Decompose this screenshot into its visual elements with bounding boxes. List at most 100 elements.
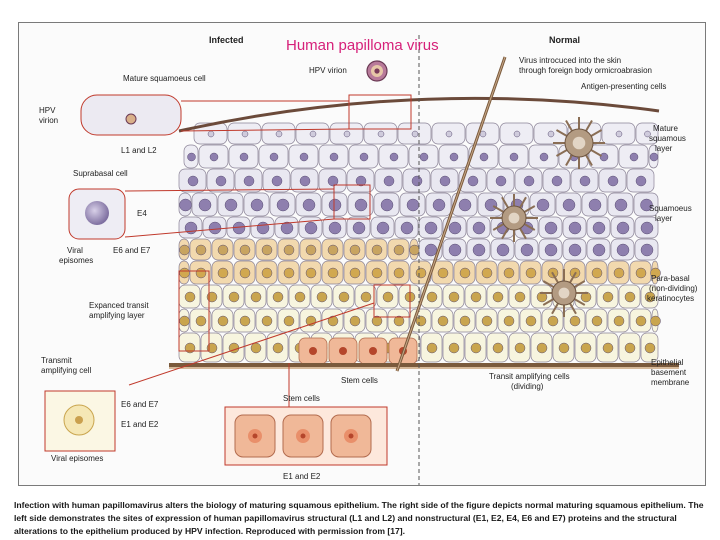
cell-nucleus <box>544 221 558 235</box>
cell-nucleus <box>495 175 507 187</box>
cell-nucleus <box>448 243 462 257</box>
cell-nucleus <box>448 342 460 354</box>
label-expanded-1: Expanced transit <box>89 301 149 310</box>
cell-nucleus <box>276 198 290 212</box>
cell-nucleus <box>393 267 405 279</box>
cell-nucleus <box>400 221 414 235</box>
cell-nucleus <box>393 315 405 327</box>
cell-row <box>178 260 661 285</box>
cell-nucleus <box>472 221 486 235</box>
label-e1-e2-bottom: E1 and E2 <box>283 472 321 481</box>
cell-nucleus <box>327 175 339 187</box>
cell-nucleus <box>329 152 339 162</box>
cell-nucleus <box>228 291 240 303</box>
epithelial-layers <box>178 122 661 365</box>
cell-nucleus <box>445 130 453 138</box>
antigen-presenting-cell-icon <box>553 117 605 169</box>
cell-nucleus <box>640 221 654 235</box>
cell-nucleus <box>562 198 576 212</box>
cell-nucleus <box>250 342 262 354</box>
label-e1-e2-inset: E1 and E2 <box>121 420 159 429</box>
needle-icon <box>395 56 507 372</box>
cell-nucleus <box>644 130 651 138</box>
cell-nucleus <box>377 130 385 138</box>
antigen-presenting-cell-icon <box>540 269 588 317</box>
cell-nucleus <box>275 130 283 138</box>
cell-nucleus <box>328 221 342 235</box>
antigen-presenting-cell-icon <box>490 194 538 242</box>
cell-nucleus <box>558 342 570 354</box>
cell-nucleus <box>424 243 438 257</box>
cell-nucleus <box>523 175 535 187</box>
cell-nucleus <box>272 291 284 303</box>
cell-nucleus <box>179 198 192 212</box>
cell-nucleus <box>520 243 534 257</box>
label-transmit-1: Transmit <box>41 356 73 365</box>
label-e6-e7-top: E6 and E7 <box>113 246 151 255</box>
cell-nucleus <box>195 315 207 327</box>
cell-nucleus <box>299 175 311 187</box>
cell-nucleus <box>299 152 309 162</box>
cell-nucleus <box>448 291 460 303</box>
cell-nucleus <box>352 221 366 235</box>
cell-nucleus <box>271 175 283 187</box>
cell-nucleus <box>215 175 227 187</box>
cell-nucleus <box>305 244 317 256</box>
cell-nucleus <box>536 342 548 354</box>
cell-nucleus <box>349 267 361 279</box>
callout-frame <box>333 184 371 220</box>
cell-nucleus <box>607 175 619 187</box>
cell-nucleus <box>294 291 306 303</box>
cell-nucleus <box>250 291 262 303</box>
cell-row <box>178 308 661 333</box>
cell-nucleus <box>239 152 249 162</box>
cell-nucleus <box>509 152 519 162</box>
cell-nucleus <box>382 291 394 303</box>
cell-nucleus <box>650 315 661 327</box>
label-virus-intro-2: through foreign body ormicroabrasion <box>519 66 652 75</box>
cell-nucleus <box>280 221 294 235</box>
cell-nucleus <box>459 267 471 279</box>
cell-nucleus <box>261 315 273 327</box>
cell-nucleus <box>243 175 255 187</box>
cell-nucleus <box>415 315 427 327</box>
cell-nucleus <box>371 244 383 256</box>
label-basement-2: basement <box>651 368 687 377</box>
cell-nucleus <box>614 198 628 212</box>
callout-frame <box>373 284 411 318</box>
cell-nucleus <box>195 267 207 279</box>
cell-nucleus <box>355 175 367 187</box>
cell-nucleus <box>599 152 609 162</box>
hpv-virion-icon <box>366 60 388 82</box>
header-normal: Normal <box>549 35 580 45</box>
cell-nucleus <box>602 291 614 303</box>
label-parabasal-1: Para-basal <box>651 274 690 283</box>
label-expanded-2: amplifying layer <box>89 311 145 320</box>
cell-nucleus <box>544 243 558 257</box>
cell-nucleus <box>316 291 328 303</box>
cell-nucleus <box>492 342 504 354</box>
label-transmit-2: amplifying cell <box>41 366 91 375</box>
cell-nucleus <box>514 291 526 303</box>
epithelium-diagram: Infected Normal HPV virion Mature squamo… <box>39 35 698 485</box>
cell-nucleus <box>360 291 372 303</box>
cell-nucleus <box>411 130 419 138</box>
cell-nucleus <box>283 244 295 256</box>
cell-nucleus <box>208 221 222 235</box>
cell-nucleus <box>470 291 482 303</box>
cell-nucleus <box>449 152 459 162</box>
cell-nucleus <box>261 244 273 256</box>
cell-nucleus <box>615 130 623 138</box>
cell-nucleus <box>649 152 659 162</box>
header-infected: Infected <box>209 35 244 45</box>
cell-nucleus <box>424 221 438 235</box>
label-basement-3: membrane <box>651 378 690 387</box>
cell-nucleus <box>354 198 368 212</box>
cell-nucleus <box>568 243 582 257</box>
cell-nucleus <box>568 221 582 235</box>
stem-cell-episome <box>348 433 354 439</box>
cell-nucleus <box>644 291 656 303</box>
cell-nucleus <box>389 152 399 162</box>
cell-nucleus <box>256 221 270 235</box>
apc-nucleus <box>508 212 520 224</box>
